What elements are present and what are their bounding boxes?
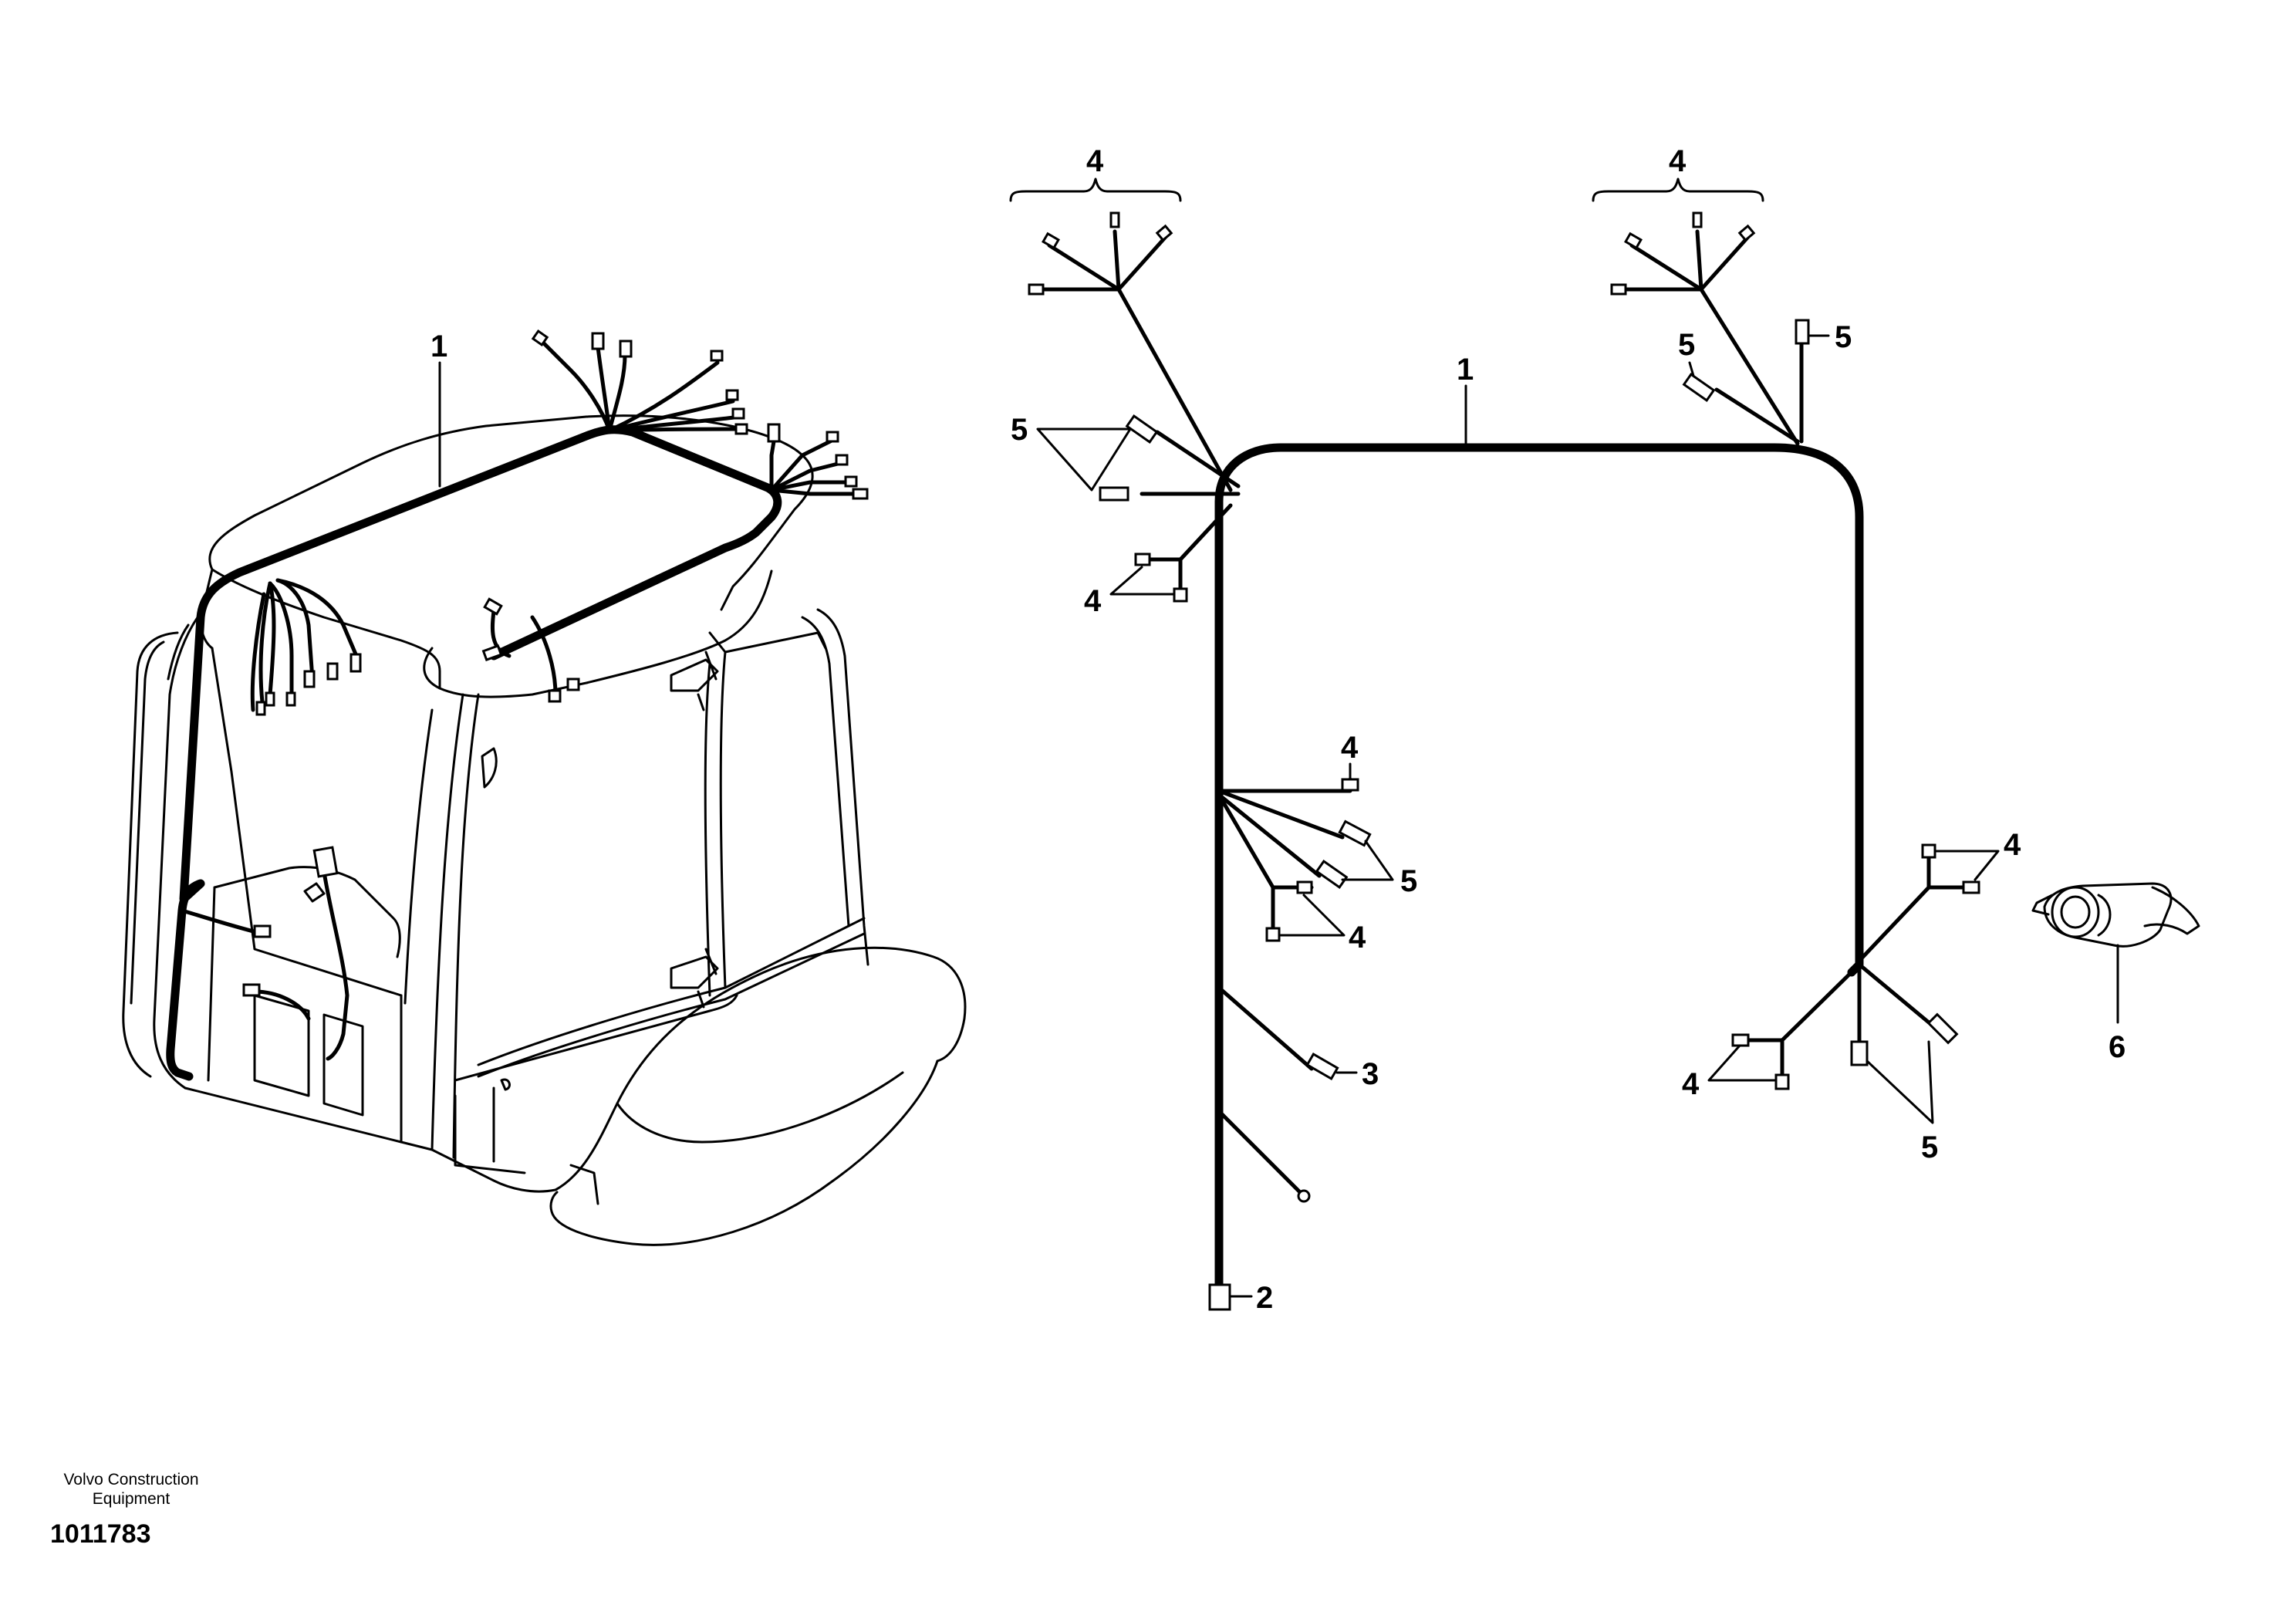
- label-left-5: 5: [1011, 413, 1028, 447]
- label-cab-harness: 1: [430, 329, 447, 363]
- footer-block: Volvo Construction Equipment 1011783: [31, 1470, 231, 1549]
- power-socket-icon: [2031, 882, 2200, 1024]
- company-name-line1: Volvo Construction: [63, 1471, 199, 1489]
- label-item-3: 3: [1362, 1057, 1379, 1091]
- label-right-4b: 4: [1682, 1067, 1700, 1101]
- label-layout-harness: 1: [1457, 353, 1474, 387]
- label-right-4a: 4: [2004, 828, 2021, 862]
- cab-illustration: 1: [122, 329, 967, 1246]
- label-mid-5: 5: [1400, 864, 1417, 898]
- harness-layout: 4 5 4 4 5 5: [1009, 144, 2200, 1315]
- drawing-number: 1011783: [50, 1519, 151, 1549]
- label-mid-4b: 4: [1349, 921, 1366, 955]
- label-item-2: 2: [1256, 1281, 1273, 1315]
- label-group-top-left: 4: [1086, 144, 1104, 178]
- label-right-top-5b: 5: [1835, 320, 1852, 354]
- label-item-6: 6: [2109, 1030, 2125, 1064]
- label-group-top-right: 4: [1669, 144, 1687, 178]
- cab-connectors: [242, 329, 869, 997]
- main-harness-trunk: [1214, 443, 1864, 1289]
- label-right-5: 5: [1921, 1130, 1938, 1164]
- label-right-top-5a: 5: [1678, 328, 1695, 362]
- label-left-4: 4: [1084, 584, 1102, 618]
- label-mid-4a: 4: [1341, 731, 1359, 765]
- company-name-line2: Equipment: [92, 1490, 171, 1508]
- cab-harness-main: [166, 425, 782, 1081]
